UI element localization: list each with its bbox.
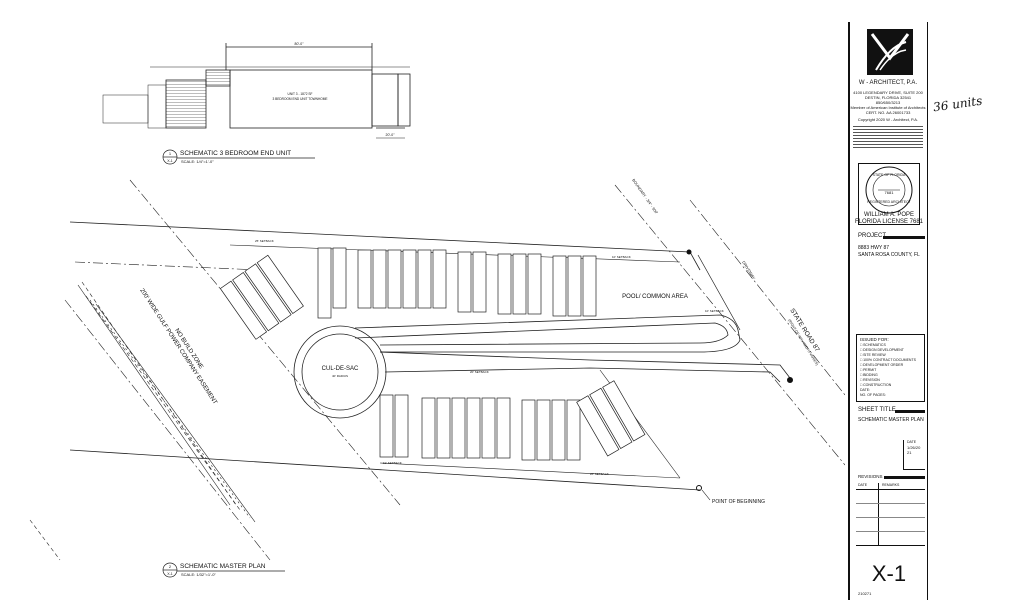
issued-item: □ DEVELOPMENT ORDER — [860, 363, 904, 367]
site-title: SCHEMATIC MASTER PLAN — [180, 563, 266, 570]
fine-print — [853, 124, 923, 154]
end-unit-plan — [102, 43, 411, 139]
project-bar — [883, 236, 925, 239]
sheet-title-label: SHEET TITLE — [858, 407, 896, 413]
firm-logo — [867, 29, 913, 75]
issued-item: □ 100% CONTRACT DOCUMENTS — [860, 358, 916, 362]
address-line: CERT. NO. AA 26001733 — [865, 110, 911, 115]
end-unit-title: SCHEMATIC 3 BEDROOM END UNIT — [180, 150, 291, 157]
setback-label-5: 10' SETBACK — [383, 461, 402, 465]
pages-label: NO. OF PAGES: — [860, 393, 886, 397]
issued-label: ISSUED FOR: — [860, 337, 889, 342]
issued-item-text: SITE REVIEW — [863, 353, 886, 357]
address-line: 4100 LEGENDARY DRIVE, SUITE 200 — [853, 90, 923, 95]
end-unit-room-note-2: 3 BEDROOM END UNIT TOWNHOME — [272, 97, 327, 101]
sheet-number: X-1 — [871, 561, 907, 586]
section-bubbles — [162, 149, 315, 578]
architect-name: WILLIAM A. POPE — [863, 212, 914, 218]
address-line: Member of American Institute of Architec… — [850, 105, 926, 110]
end-unit-scale: SCALE: 1/4"=1'-0" — [181, 159, 214, 164]
pool-label: POOL/ COMMON AREA — [622, 294, 688, 300]
issued-item: □ SITE REVIEW — [860, 353, 886, 357]
issued-item-text: PERMIT — [863, 368, 877, 372]
dashed-lines — [64, 179, 845, 561]
issued-item: □ SCHEMATICS — [860, 343, 886, 347]
issued-item-text: REVISION — [863, 378, 880, 382]
issued-item: □ REVISION — [860, 378, 880, 382]
issued-for-box: ISSUED FOR: □ SCHEMATICS □ DESIGN DEVELO… — [856, 334, 925, 402]
setback-label-6: 20' SETBACK — [590, 472, 609, 476]
issued-item-text: 100% CONTRACT DOCUMENTS — [863, 358, 916, 362]
cul-de-sac-radius: 40' RADIUS — [332, 374, 348, 378]
date-box-label: DATE — [907, 440, 917, 444]
firm-address: 4100 LEGENDARY DRIVE, SUITE 200 DESTIN, … — [850, 90, 926, 115]
pob-markers — [686, 249, 793, 501]
setback-label-4: 20' SETBACK — [470, 370, 489, 374]
firm-name: W - ARCHITECT, P.A. — [858, 80, 918, 86]
site-scale: SCALE: 1/32"=1'-0" — [181, 572, 216, 577]
issued-item-text: CONSTRUCTION — [863, 383, 892, 387]
issued-item: □ BIDDING — [860, 373, 878, 377]
pob-label: POINT OF BEGINNING — [712, 499, 765, 505]
end-unit-bubble-bottom: X-1 — [167, 159, 173, 163]
project-line-1: 8883 HWY 87 — [858, 245, 890, 251]
upper-units — [317, 247, 597, 319]
seal-box — [858, 163, 920, 225]
issued-item-text: SCHEMATICS — [863, 343, 886, 347]
driveway-label: DRIVEWAY — [741, 260, 756, 281]
end-unit-room-note-1: UNIT 3 - 1872 SF — [288, 92, 313, 96]
title-block — [848, 22, 928, 600]
issued-item: □ DESIGN DEVELOPMENT — [860, 348, 904, 352]
setback-label-3: 10' SETBACK — [705, 309, 724, 313]
end-unit-dim-top: 80'-0" — [295, 42, 305, 46]
end-unit-dim-bottom: 20'-0" — [386, 133, 396, 137]
angled-units-right — [576, 380, 646, 457]
architect-seal — [865, 166, 913, 214]
project-line-2: SANTA ROSA COUNTY, FL — [858, 252, 920, 258]
address-line: 850/650/3213 — [875, 100, 901, 105]
site-plan-drawing: 1 X-1 SCHEMATIC 3 BEDROOM END UNIT SCALE… — [29, 42, 845, 578]
rev-desc-col: REMARKS — [882, 483, 900, 487]
rev-date-col: DATE — [858, 483, 868, 487]
seal-bottom-text: REGISTERED ARCHITECT — [867, 200, 911, 204]
sheet-title-bar — [895, 410, 925, 413]
date-box: DATE 1/26/2021 — [903, 440, 925, 470]
copyright: Copyright 2020 W - Architect, P.A. — [857, 117, 919, 122]
handwritten-note: 36 units — [932, 93, 984, 115]
issued-item-text: DESIGN DEVELOPMENT — [863, 348, 904, 352]
issued-item-text: DEVELOPMENT ORDER — [863, 363, 904, 367]
setback-label-1: 25' SETBACK — [255, 239, 274, 243]
job-number: 210271 — [858, 591, 872, 596]
seal-number: 7681 — [884, 190, 894, 195]
sheet-title-value: SCHEMATIC MASTER PLAN — [858, 417, 924, 423]
end-unit-bubble-top: 1 — [169, 151, 172, 156]
easement-label: 200' WIDE GULF POWER COMPANY EASEMENT — [138, 288, 218, 406]
seal-top-text: STATE OF FLORIDA — [872, 173, 906, 177]
license-number: FLORIDA LICENSE 7681 — [854, 219, 924, 225]
easement-lines — [29, 281, 256, 561]
revisions-bar — [884, 476, 925, 479]
issued-item-text: BIDDING — [863, 373, 878, 377]
revisions-table: DATE REMARKS — [856, 483, 925, 548]
issued-item: □ CONSTRUCTION — [860, 383, 892, 387]
pool-label-text: POOL/ COMMON AREA — [622, 294, 688, 300]
issued-item: □ PERMIT — [860, 368, 877, 372]
lower-units — [379, 394, 581, 461]
setback-label-2: 10' SETBACK — [612, 255, 631, 259]
project-label: PROJECT — [858, 233, 887, 239]
site-bubble-bottom: X-1 — [167, 572, 173, 576]
date-label: DATE: — [860, 388, 871, 392]
road — [293, 314, 791, 419]
driveway — [697, 254, 741, 331]
date-box-value: 1/26/2021 — [907, 445, 921, 455]
revisions-label: REVISIONS — [858, 474, 883, 479]
site-bubble-top: 2 — [169, 564, 172, 569]
address-line: DESTIN, FLORIDA 32541 — [864, 95, 912, 100]
angled-units-left — [219, 254, 304, 340]
cul-de-sac-label: CUL-DE-SAC — [322, 366, 359, 372]
